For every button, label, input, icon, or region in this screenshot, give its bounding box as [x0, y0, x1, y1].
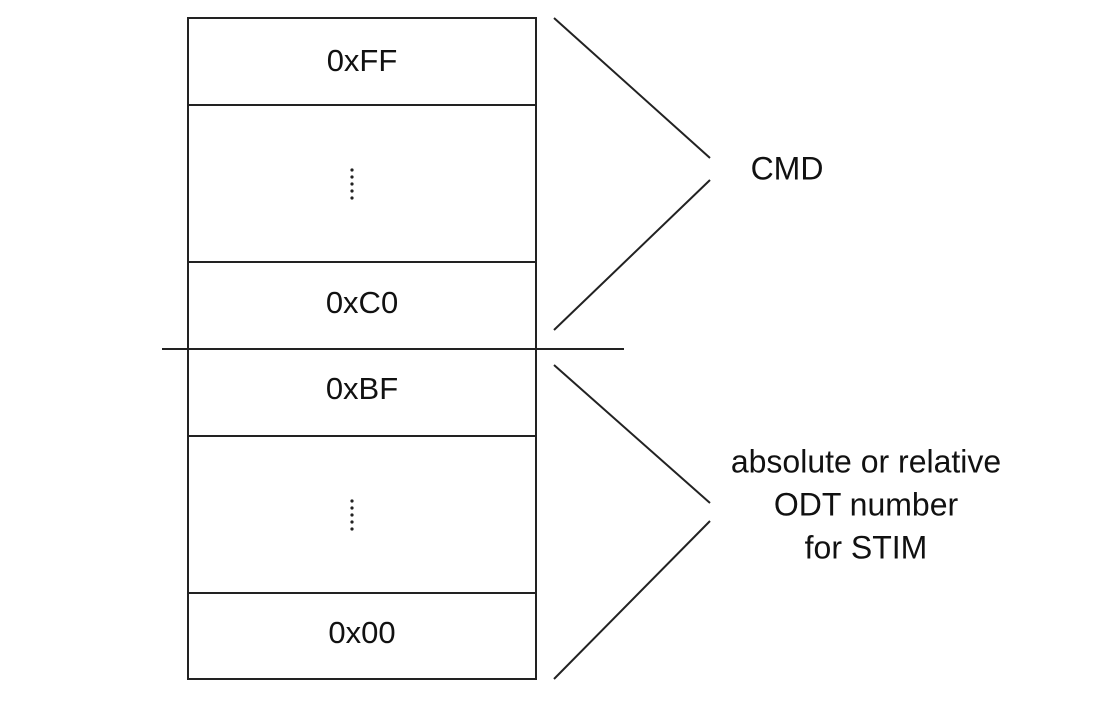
cell-ellipsis-upper	[187, 104, 537, 263]
vertical-ellipsis-icon	[350, 168, 354, 200]
cell-0x00	[187, 592, 537, 680]
cell-label-0xff: 0xFF	[327, 43, 398, 78]
bracket-odt	[553, 364, 711, 504]
bracket-cmd	[553, 17, 711, 159]
bracket-cmd	[553, 179, 711, 331]
vertical-ellipsis-icon	[350, 499, 354, 531]
group-label-odt-line-1: absolute or relative	[731, 443, 1001, 479]
cell-label-0xc0: 0xC0	[326, 285, 398, 320]
bracket-odt	[553, 520, 711, 680]
cell-label-0xbf: 0xBF	[326, 371, 398, 406]
group-label-odt-line-2: ODT number	[774, 486, 959, 522]
group-label-cmd: CMD	[751, 150, 824, 186]
cell-0xc0	[187, 261, 537, 350]
cell-0xff	[187, 17, 537, 106]
group-label-odt-line-3: for STIM	[805, 529, 928, 565]
cell-label-0x00: 0x00	[328, 615, 395, 650]
cell-ellipsis-lower	[187, 435, 537, 594]
